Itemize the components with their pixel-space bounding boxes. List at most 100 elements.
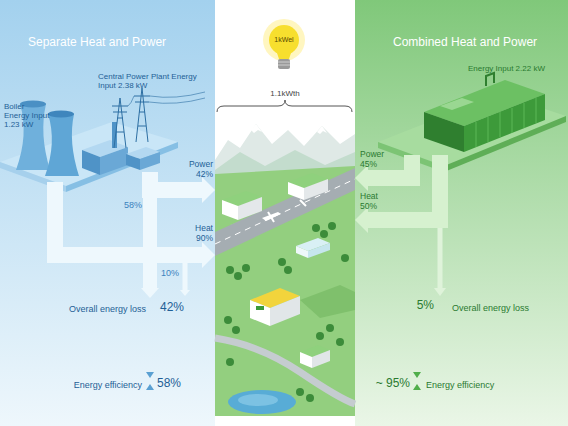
panel-background xyxy=(0,0,215,426)
landscape xyxy=(242,264,250,272)
bulb-shape xyxy=(278,59,290,69)
landscape xyxy=(296,388,304,396)
power-station-building xyxy=(82,122,160,175)
efficiency-marker xyxy=(413,372,421,378)
landscape xyxy=(232,326,240,334)
landscape xyxy=(234,272,242,280)
panel-heading: Combined Heat and Power xyxy=(393,36,568,50)
loss-caption: Overall energy loss xyxy=(452,303,552,313)
landscape xyxy=(341,254,349,262)
efficiency-caption: Energy efficiency xyxy=(58,380,142,390)
landscape xyxy=(326,324,334,332)
loss-value: 10% xyxy=(155,268,179,278)
landscape xyxy=(284,266,292,274)
flow-label: Heat 90% xyxy=(183,224,213,244)
cooling-tower xyxy=(45,114,79,176)
heat-demand-label: 1.1kWth xyxy=(215,89,355,98)
engine-label: Energy Input 2.22 kW xyxy=(468,64,565,73)
loss-total: 42% xyxy=(160,301,200,315)
power-station-building xyxy=(82,150,100,175)
landscape xyxy=(336,338,344,346)
bulb-label: 1kWel xyxy=(262,36,306,44)
landscape xyxy=(215,166,355,416)
landscape xyxy=(226,358,234,366)
loss-caption: Overall energy loss xyxy=(60,304,146,314)
landscape xyxy=(308,243,330,258)
power-plant: Central Power Plant Energy Input 2.38 kW xyxy=(70,72,205,172)
landscape xyxy=(317,126,327,134)
chp-engine: Energy Input 2.22 kW xyxy=(395,60,565,155)
cooling-tower xyxy=(48,111,74,118)
bulb-shape xyxy=(262,18,306,78)
plant-label: Central Power Plant Energy Input 2.38 kW xyxy=(98,72,200,90)
landscape xyxy=(238,394,278,406)
transmission-pylon xyxy=(128,92,205,106)
energy-loss-band xyxy=(438,228,443,288)
light-bulb: 1kWel xyxy=(262,18,306,78)
landscape xyxy=(320,230,328,238)
bulb-shape xyxy=(276,50,292,59)
efficiency-caption: Energy efficiency xyxy=(426,380,526,390)
landscape xyxy=(296,246,308,258)
process-panel: Combined Heat and PowerEnergy Input 2.22… xyxy=(355,0,568,426)
energy-loss-band xyxy=(183,263,188,290)
chp-engine-unit xyxy=(464,94,545,152)
flow-label: Power 45% xyxy=(360,150,390,170)
boiler: Boiler Energy Input 1.23 kW xyxy=(4,102,76,182)
landscape xyxy=(270,296,300,326)
landscape xyxy=(215,124,355,416)
transmission-pylon xyxy=(134,88,150,142)
boiler-label: Boiler Energy Input 1.23 kW xyxy=(4,102,51,130)
transmission-pylon xyxy=(112,98,128,148)
landscape xyxy=(251,124,262,133)
chp-engine-unit xyxy=(424,112,464,152)
energy-loss-band xyxy=(141,288,159,298)
power-station-building xyxy=(100,147,128,175)
landscape xyxy=(250,300,270,326)
panel-background xyxy=(355,0,568,426)
bracket xyxy=(217,100,352,112)
chp-engine-unit xyxy=(440,98,474,110)
efficiency-value: 58% xyxy=(157,377,197,391)
loss-value: 58% xyxy=(118,200,142,210)
transmission-pylon xyxy=(112,88,205,148)
bulb-shape xyxy=(278,62,290,65)
efficiency-value: ~ 95% xyxy=(366,377,410,391)
flow-label: Heat 50% xyxy=(360,192,390,212)
landscape xyxy=(224,316,232,324)
efficiency-marker xyxy=(413,384,421,390)
chp-engine-unit xyxy=(424,73,545,152)
panel-background xyxy=(215,0,355,426)
energy-loss-band xyxy=(143,196,157,288)
power-station-building xyxy=(126,154,140,170)
chp-engine-unit xyxy=(476,98,536,147)
bracket xyxy=(217,100,352,112)
panel-heading: Separate Heat and Power xyxy=(28,36,213,50)
landscape xyxy=(256,306,264,310)
flow-label: Power 42% xyxy=(183,160,213,180)
energy-loss-band xyxy=(434,288,446,296)
landscape xyxy=(288,182,304,200)
landscape xyxy=(268,200,306,222)
chp-engine-unit xyxy=(486,73,494,86)
landscape xyxy=(328,222,336,230)
landscape xyxy=(238,197,262,220)
landscape xyxy=(215,179,355,244)
landscape xyxy=(312,224,320,232)
loss-total: 5% xyxy=(412,299,434,313)
efficiency-marker xyxy=(146,384,154,390)
landscape xyxy=(316,332,324,340)
process-panel: Separate Heat and PowerCentral Power Pla… xyxy=(0,0,215,426)
landscape xyxy=(300,352,312,368)
power-station-building xyxy=(140,152,160,170)
flow-arrow xyxy=(55,182,215,255)
landscape xyxy=(224,222,349,402)
landscape xyxy=(278,258,286,266)
landscape xyxy=(312,350,330,368)
landscape xyxy=(226,266,234,274)
landscape xyxy=(228,390,296,414)
